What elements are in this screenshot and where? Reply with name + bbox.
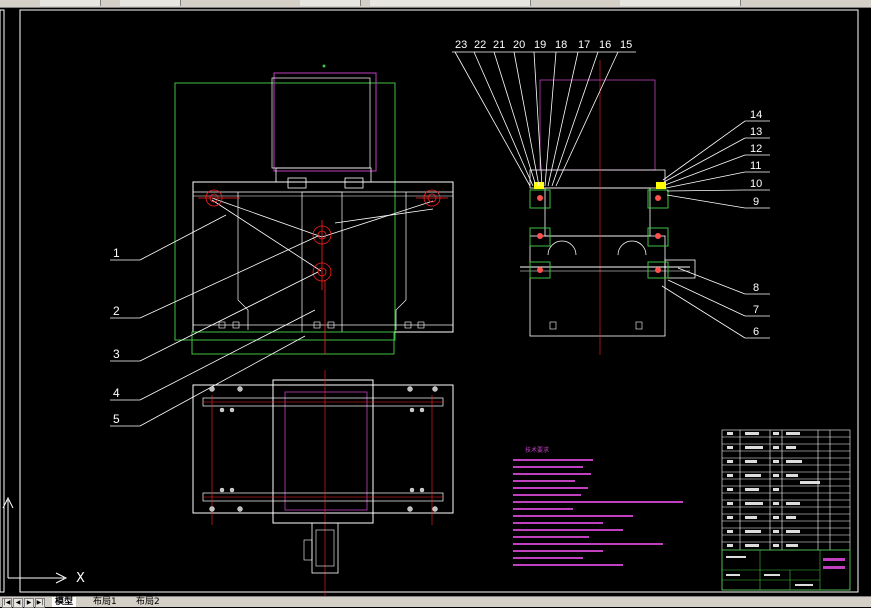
callout-18: 18 — [555, 39, 567, 51]
tab-nav-first-button[interactable]: |◀ — [2, 598, 12, 608]
callout-19: 19 — [534, 39, 546, 51]
callout-10: 10 — [750, 178, 762, 190]
callout-12: 12 — [750, 143, 762, 155]
callout-22: 22 — [474, 39, 486, 51]
callout-3: 3 — [113, 347, 120, 361]
cad-toolbar — [0, 0, 871, 8]
toolbar-button[interactable] — [40, 0, 101, 6]
callout-15: 15 — [620, 39, 632, 51]
callout-2: 2 — [113, 304, 120, 318]
tab-nav-prev-button[interactable]: ◀ — [13, 598, 23, 608]
callout-20: 20 — [513, 39, 525, 51]
side-view — [520, 60, 696, 355]
callout-14: 14 — [750, 109, 762, 121]
front-view — [174, 64, 454, 355]
callout-1: 1 — [113, 246, 120, 260]
technical-notes: 技术要求 — [513, 446, 683, 566]
ucs-x-label: X — [76, 571, 85, 586]
layout-tab-bar: |◀ ◀ ▶ ▶| 模型 布局1 布局2 — [0, 596, 871, 608]
drawing-canvas[interactable]: 1 2 3 4 5 — [0, 7, 871, 596]
callout-17: 17 — [578, 39, 590, 51]
drawing-border — [19, 9, 859, 593]
layer-dropdown[interactable] — [370, 0, 531, 6]
parts-list-entries — [727, 432, 820, 547]
right-callout-labels: 14 13 12 11 10 9 8 7 6 — [750, 109, 762, 338]
callout-4: 4 — [113, 386, 120, 400]
callout-21: 21 — [493, 39, 505, 51]
callout-7: 7 — [753, 304, 759, 316]
title-block — [721, 549, 851, 591]
tab-model[interactable]: 模型 — [52, 597, 77, 607]
tab-layout1[interactable]: 布局1 — [93, 597, 117, 607]
tab-layout2[interactable]: 布局2 — [136, 597, 160, 607]
properties-dropdown[interactable] — [620, 0, 741, 6]
tab-nav-next-button[interactable]: ▶ — [24, 598, 34, 608]
ucs-icon — [2, 496, 68, 584]
callout-11: 11 — [750, 160, 761, 172]
top-callout-labels: 23 22 21 20 19 18 17 16 15 — [455, 39, 632, 51]
callout-8: 8 — [753, 282, 759, 294]
callout-23: 23 — [455, 39, 467, 51]
callout-13: 13 — [750, 126, 762, 138]
toolbar-button[interactable] — [120, 0, 181, 6]
top-leaders — [452, 51, 636, 187]
tab-nav-last-button[interactable]: ▶| — [35, 598, 45, 608]
left-callout-labels: 1 2 3 4 5 — [113, 246, 120, 426]
callout-5: 5 — [113, 412, 120, 426]
notes-title: 技术要求 — [525, 446, 549, 454]
callout-6: 6 — [753, 326, 759, 338]
callout-16: 16 — [599, 39, 611, 51]
left-leaders — [110, 214, 319, 427]
toolbar-button[interactable] — [300, 0, 361, 6]
top-view — [192, 370, 454, 596]
right-leaders — [661, 120, 770, 339]
callout-9: 9 — [753, 196, 759, 208]
